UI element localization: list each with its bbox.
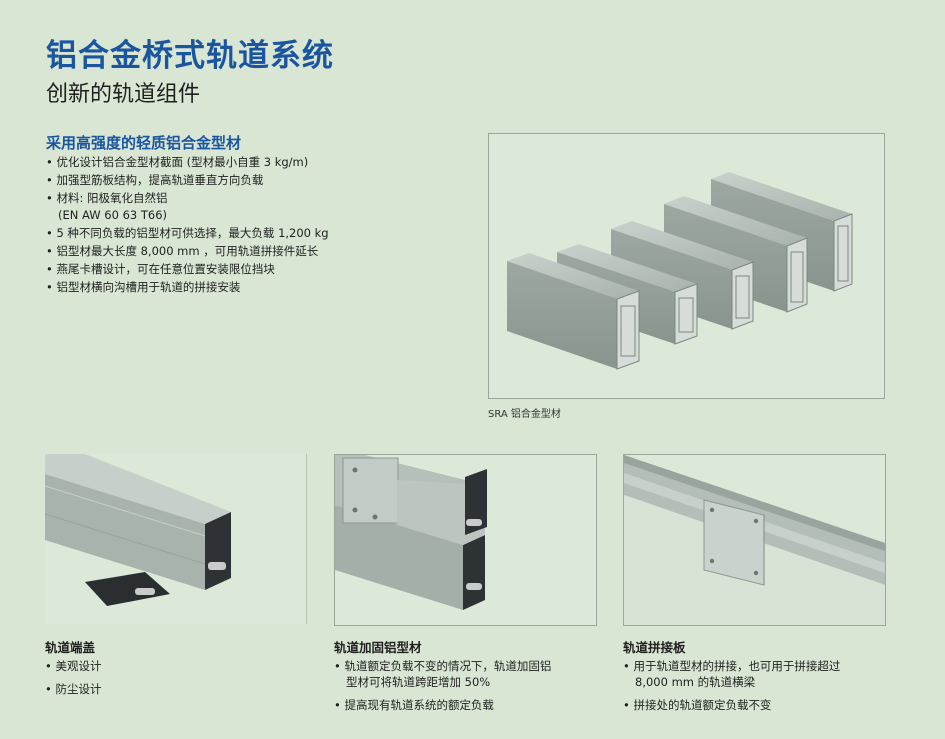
splice-plate-image — [623, 454, 886, 626]
bolt-plate-icon — [342, 457, 399, 524]
list-item: 8,000 mm 的轨道横梁 — [635, 675, 756, 689]
feature-item: • 材料: 阳极氧化自然铝 — [46, 190, 168, 205]
card-end-cap-list: • 美观设计 • 防尘设计 — [45, 657, 101, 699]
list-item: • 美观设计 — [45, 659, 102, 673]
feature-item: (EN AW 60 63 T66) — [58, 208, 167, 223]
list-item: • 防尘设计 — [45, 682, 102, 696]
feature-item: • 燕尾卡槽设计，可在任意位置安装限位挡块 — [46, 261, 275, 276]
list-item: • 用于轨道型材的拼接，也可用于拼接超过 — [623, 659, 841, 673]
profiles-image — [488, 133, 885, 399]
feature-item: • 优化设计铝合金型材截面 (型材最小自重 3 kg/m) — [46, 155, 309, 169]
reinforcement-image — [334, 454, 597, 626]
page-title: 铝合金桥式轨道系统 — [46, 38, 334, 74]
page-subtitle: 创新的轨道组件 — [46, 82, 201, 107]
brand-label-icon — [208, 562, 226, 570]
card-reinforcement-list: • 轨道额定负载不变的情况下，轨道加固铝 型材可将轨道跨距增加 50% • 提高… — [334, 657, 551, 715]
feature-item: • 铝型材最大长度 8,000 mm ，可用轨道拼接件延长 — [46, 243, 319, 258]
card-splice-title: 轨道拼接板 — [623, 640, 686, 655]
list-item: • 提高现有轨道系统的额定负载 — [334, 698, 494, 712]
card-splice-list: • 用于轨道型材的拼接，也可用于拼接超过 8,000 mm 的轨道横梁 • 拼接… — [623, 657, 840, 715]
end-cap-image — [45, 454, 307, 624]
feature-item: • 加强型筋板结构，提高轨道垂直方向负载 — [46, 172, 264, 187]
card-end-cap-title: 轨道端盖 — [45, 640, 96, 655]
list-item: • 拼接处的轨道额定负载不变 — [623, 698, 772, 712]
features-list: • 优化设计铝合金型材截面 (型材最小自重 3 kg/m) • 加强型筋板结构，… — [46, 154, 329, 296]
card-reinforcement-title: 轨道加固铝型材 — [334, 640, 422, 655]
list-item: • 轨道额定负载不变的情况下，轨道加固铝 — [334, 659, 552, 673]
profile-2 — [507, 253, 640, 370]
feature-item: • 铝型材横向沟槽用于轨道的拼接安装 — [46, 279, 241, 294]
feature-item: • 5 种不同负载的铝型材可供选择，最大负载 1,200 kg — [46, 226, 329, 241]
list-item: 型材可将轨道跨距增加 50% — [346, 675, 491, 689]
features-heading: 采用高强度的轻质铝合金型材 — [46, 134, 242, 152]
profiles-caption: SRA 铝合金型材 — [488, 409, 561, 420]
